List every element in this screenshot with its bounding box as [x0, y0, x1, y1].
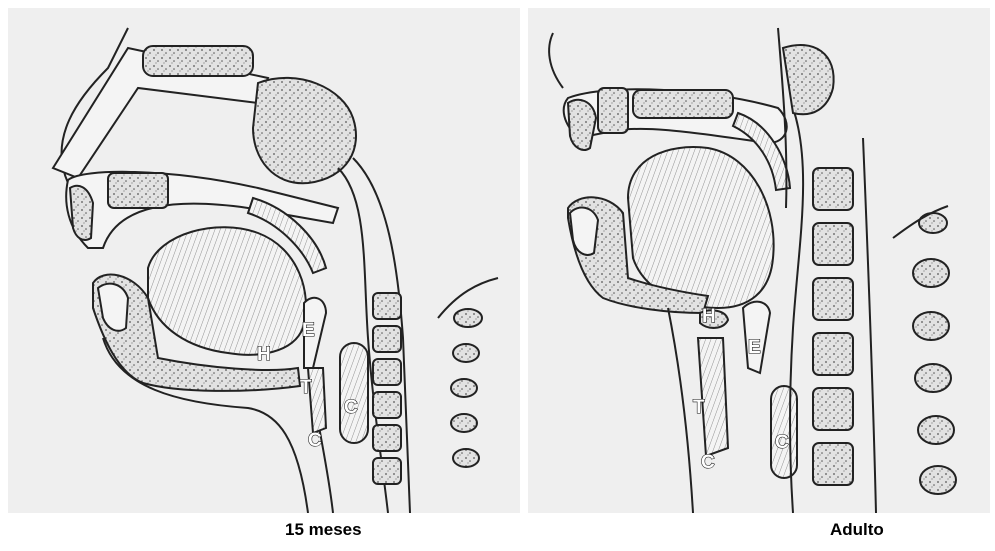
label-T: T — [300, 377, 312, 398]
diagram-infant-15-months: E H T C C — [8, 8, 520, 513]
palatine-bone — [633, 90, 733, 118]
esophagus — [340, 343, 368, 443]
diagram-adult: H E T C C — [528, 8, 990, 513]
label-C-larynx: C — [701, 452, 715, 473]
label-C-larynx: C — [308, 430, 322, 451]
label-C-esophagus: C — [344, 397, 358, 418]
infant-sagittal-section: E H T C C — [8, 8, 520, 513]
label-E: E — [302, 320, 315, 341]
label-T: T — [693, 397, 705, 418]
caption-infant: 15 meses — [285, 520, 362, 540]
label-C-esophagus: C — [775, 432, 789, 453]
skull-base — [783, 45, 834, 114]
upper-incisor — [568, 100, 596, 150]
maxilla — [598, 88, 628, 133]
label-H: H — [257, 344, 271, 365]
label-H: H — [702, 306, 716, 327]
nasal-bone-speckle — [143, 46, 253, 76]
adult-sagittal-section: H E T C C — [528, 8, 990, 513]
maxilla — [108, 173, 168, 208]
caption-adult: Adulto — [830, 520, 884, 540]
label-E: E — [748, 337, 761, 358]
upper-incisor — [70, 186, 93, 240]
